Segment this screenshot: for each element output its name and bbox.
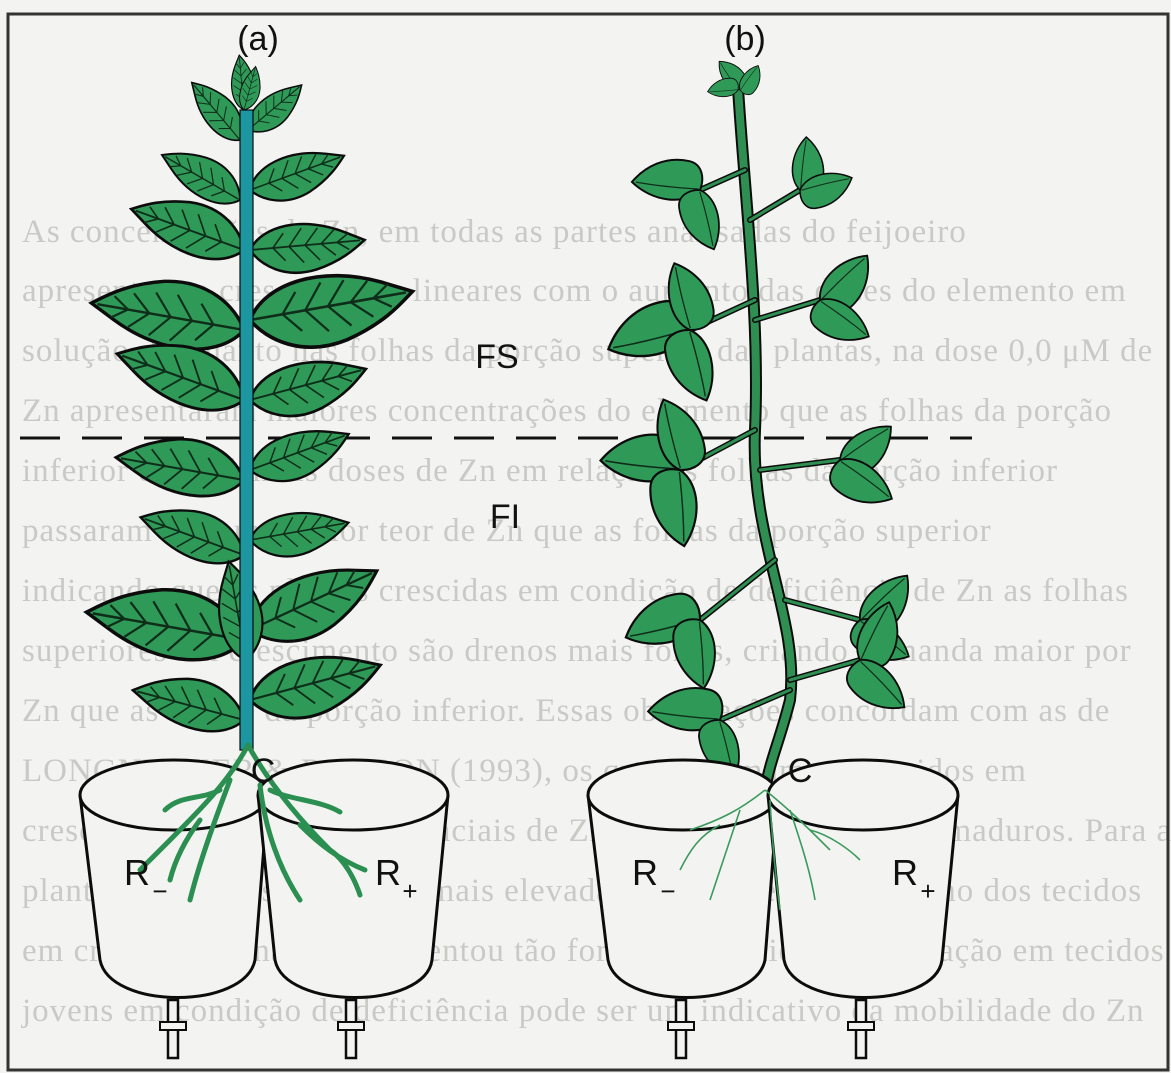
zone-label-lower: FI: [490, 498, 520, 536]
pot-subscript-left-b: −: [660, 876, 675, 906]
plant-a: [80, 54, 448, 1058]
pot-label-center-a: C: [251, 752, 276, 790]
panel-label-b: (b): [724, 20, 766, 58]
pot-subscript-right-a: +: [402, 876, 417, 906]
pot-label-center-b: C: [788, 752, 813, 790]
pot-label-right-b: R: [892, 852, 918, 893]
panel-label-a: (a): [237, 20, 279, 58]
zone-label-upper: FS: [475, 338, 518, 376]
pot-label-left-b: R: [632, 852, 658, 893]
plant-b-pots: [588, 760, 958, 1058]
pot-label-right-a: R: [375, 852, 401, 893]
pot-label-left-a: R: [124, 852, 150, 893]
pot-subscript-left-a: −: [152, 876, 167, 906]
plant-a-stem: [240, 110, 253, 750]
pot-subscript-right-b: +: [920, 876, 935, 906]
plant-b: [588, 57, 958, 1058]
